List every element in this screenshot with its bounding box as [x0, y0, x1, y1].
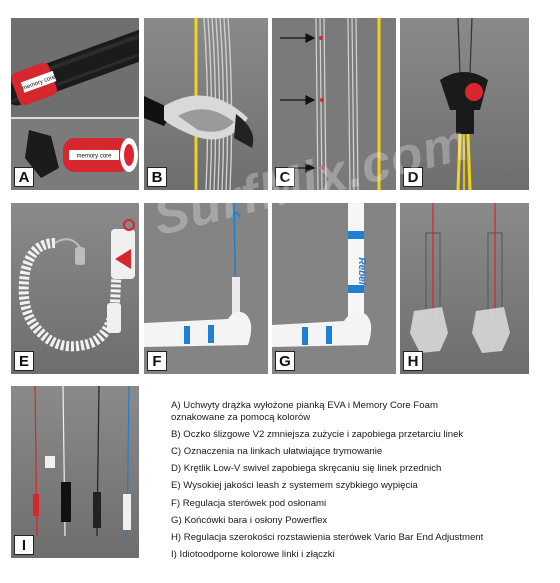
feature-item-b: B) Oczko ślizgowe V2 zmniejsza zużycie i…	[171, 429, 464, 441]
panel-f: F	[144, 203, 268, 374]
feature-item-h: H) Regulacja szerokości rozstawienia ste…	[171, 531, 484, 543]
panel-c: C	[272, 18, 396, 190]
feature-item-i: I) Idiotoodporne kolorowe linki i złączk…	[171, 548, 335, 560]
feature-item-e: E) Wysokiej jakości leash z systemem szy…	[171, 480, 418, 492]
panel-a: memory core memory core A	[11, 18, 139, 190]
panel-letter-h: H	[403, 351, 423, 371]
colored-lines-illustration	[33, 386, 131, 537]
panel-letter-g: G	[275, 351, 295, 371]
panel-b: B	[144, 18, 268, 190]
panel-g: Rebel G	[272, 203, 396, 374]
vario-bar-end-illustration	[410, 203, 510, 353]
bar-brand-text: Rebel	[356, 257, 367, 284]
panel-e: E	[11, 203, 139, 374]
feature-item-g: G) Końcówki bara i osłony Powerflex	[171, 514, 328, 526]
feature-item-a: A) Uchwyty drążka wyłożone pianką EVA i …	[171, 400, 438, 411]
bar-end-adjust-illustration	[144, 203, 252, 347]
trim-markers-illustration	[280, 18, 381, 190]
grip-label-text-bottom: memory core	[76, 154, 112, 160]
panel-letter-f: F	[147, 351, 167, 371]
feature-item-f: F) Regulacja sterówek pod osłonami	[171, 497, 327, 509]
leash-illustration	[18, 219, 135, 352]
slide-eye-illustration	[144, 18, 254, 190]
feature-item-a-cont: oznakowane za pomocą kolorów	[171, 412, 311, 424]
grip-photo-illustration: memory core memory core	[11, 18, 139, 190]
feature-list: A) Uchwyty drążka wyłożone pianką EVA i …	[171, 400, 556, 566]
panel-letter-a: A	[14, 167, 34, 187]
panel-d: D	[400, 18, 529, 190]
feature-item-c: C) Oznaczenia na linkach ułatwiające try…	[171, 446, 383, 458]
panel-h: H	[400, 203, 529, 374]
swivel-illustration	[440, 18, 488, 190]
powerflex-bar-end-illustration: Rebel	[272, 203, 372, 347]
panel-letter-d: D	[403, 167, 423, 187]
panel-letter-i: I	[14, 535, 34, 555]
panel-letter-c: C	[275, 167, 295, 187]
panel-letter-b: B	[147, 167, 167, 187]
feature-item-d: D) Krętlik Low-V swivel zapobiega skręca…	[171, 463, 442, 475]
panel-i: I	[11, 386, 139, 558]
panel-letter-e: E	[14, 351, 34, 371]
